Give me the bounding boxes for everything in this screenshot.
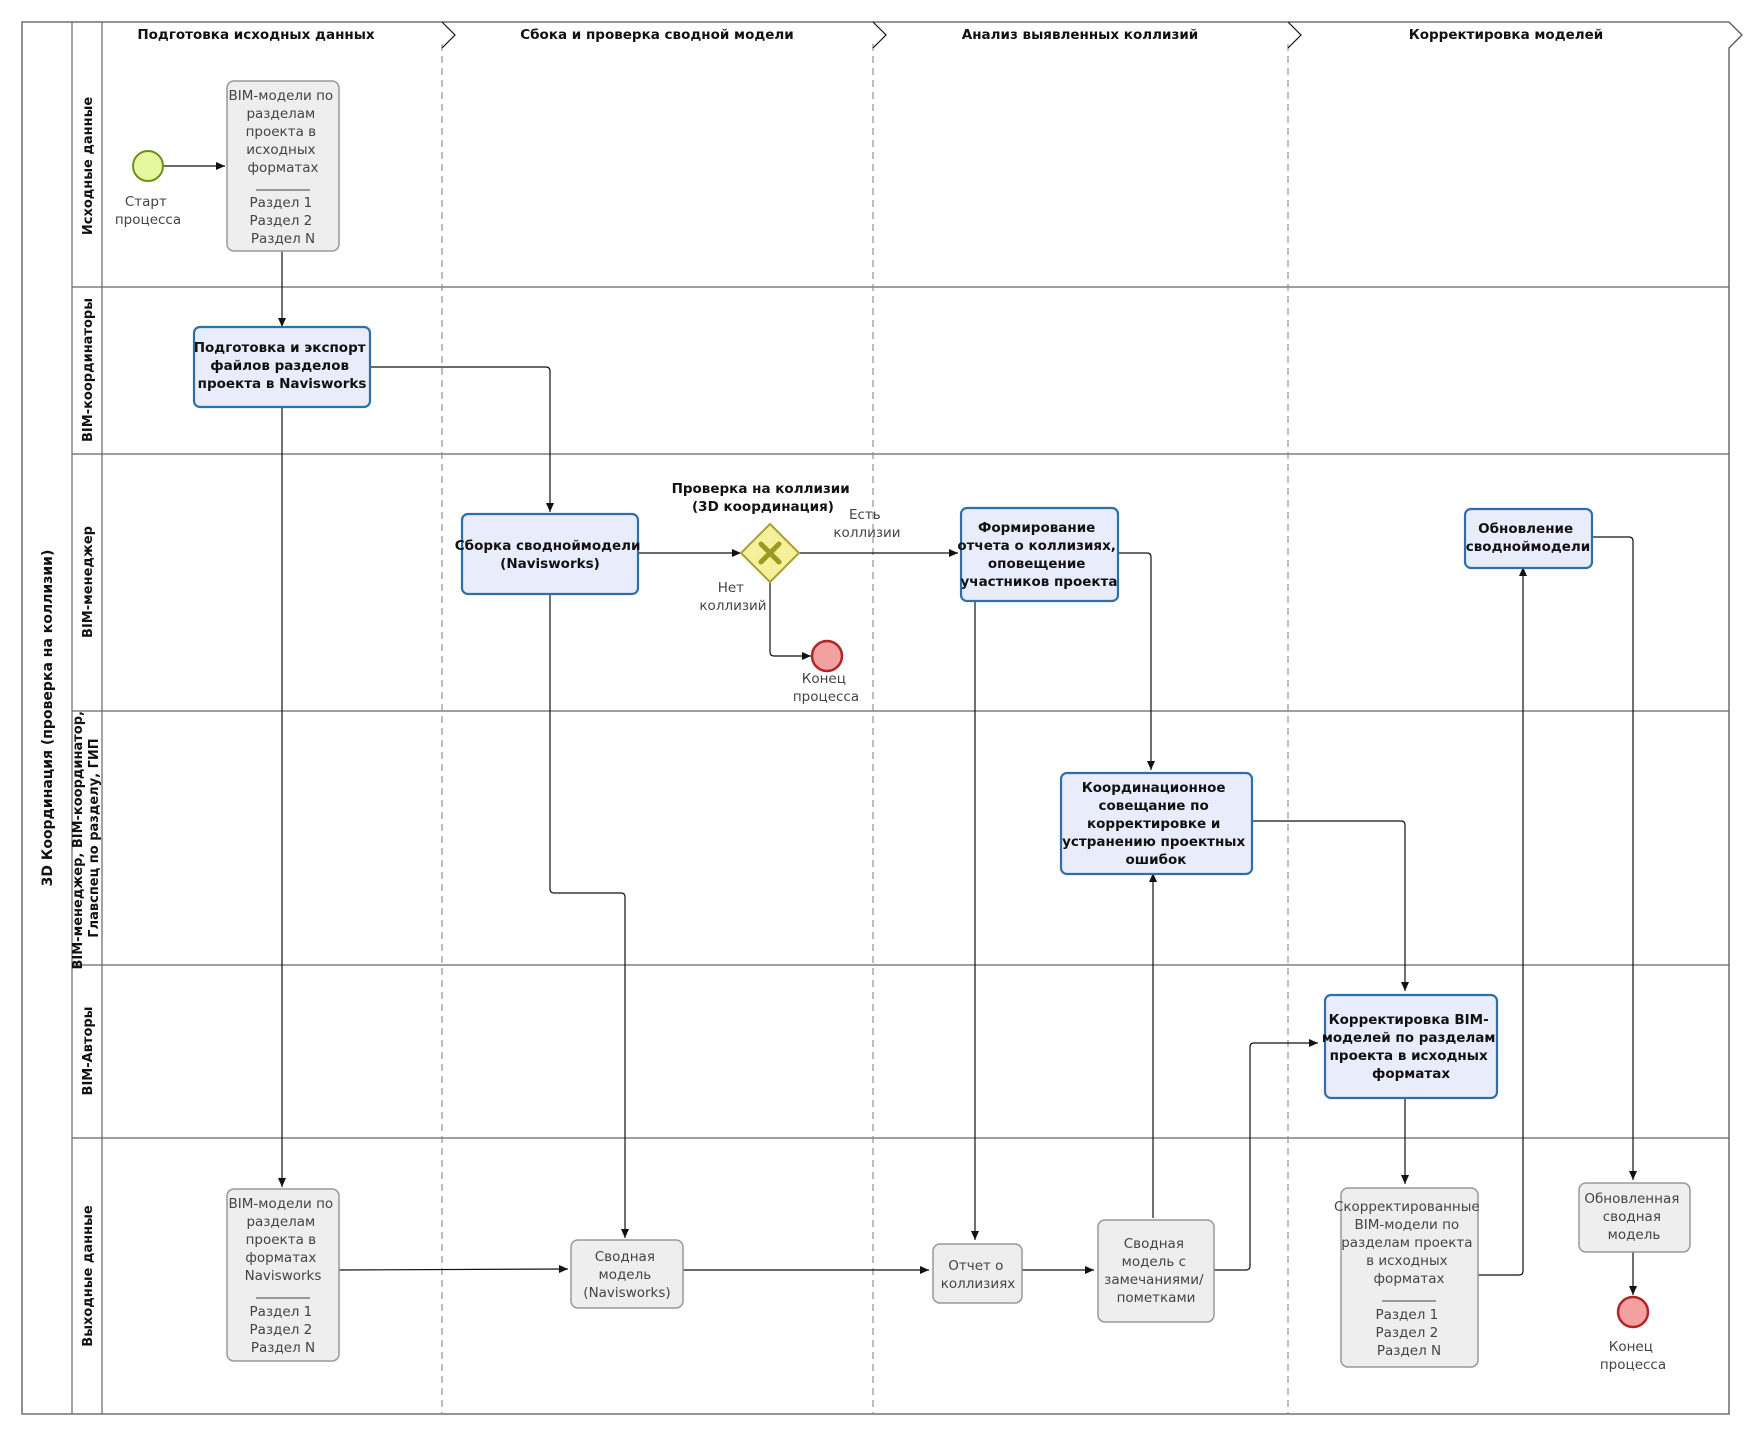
- data-collision-report-label: Отчет о коллизиях: [941, 1258, 1016, 1292]
- phase-header-2: Сбока и проверка сводной модели: [520, 27, 794, 43]
- data-source-models[interactable]: BIM-модели по разделам проекта в исходны…: [226, 80, 340, 252]
- lane-label-source-data: Исходные данные: [81, 97, 96, 235]
- gateway-title: Проверка на коллизии (3D координация): [672, 481, 855, 515]
- lane-separators: [72, 286, 1729, 1139]
- phase-header-3: Анализ выявленных коллизий: [962, 27, 1199, 43]
- data-federated-model[interactable]: Сводная модель (Navisworks): [570, 1239, 684, 1309]
- flow-corrected-to-update: [1476, 567, 1527, 1276]
- flow-prepare-to-assemble: [369, 366, 554, 512]
- data-collision-report[interactable]: Отчет о коллизиях: [932, 1243, 1023, 1304]
- task-correct-models-label: Корректировка BIM- моделей по разделам п…: [1322, 1012, 1500, 1082]
- task-prepare-export[interactable]: Подготовка и экспорт файлов разделов про…: [192, 325, 372, 409]
- task-correct-models[interactable]: Корректировка BIM- моделей по разделам п…: [1322, 993, 1500, 1100]
- task-coordination-meeting-label: Координационное совещание по корректиров…: [1062, 780, 1250, 868]
- flow-report-to-meeting: [1115, 552, 1155, 770]
- task-assemble-model-label: Сборка своднoймодели (Navisworks): [455, 538, 645, 572]
- flow-annotated-to-correct: [1212, 1039, 1318, 1271]
- task-assemble-model[interactable]: Сборка своднoймодели (Navisworks): [455, 512, 645, 596]
- data-annotated-model[interactable]: Сводная модель с замечаниями/ пометками: [1097, 1219, 1215, 1323]
- flow-nwc-to-federated: [336, 1265, 569, 1274]
- sequence-flows: [164, 162, 1637, 1295]
- final-end-event-label: Конец процесса: [1600, 1339, 1666, 1373]
- task-collision-report-label: Формирование отчета о коллизиях, оповеще…: [957, 520, 1120, 590]
- pool-title: 3D Координация (проверка на коллизии): [40, 550, 56, 887]
- data-nwc-models-label: BIM-модели по разделам проекта в формата…: [229, 1196, 338, 1284]
- final-end-event-icon: [1616, 1295, 1650, 1329]
- gateway-yes-label: Есть коллизии: [833, 507, 900, 541]
- task-update-model-label: Обновление своднoймодели: [1466, 521, 1591, 555]
- data-federated-model-label: Сводная модель (Navisworks): [583, 1249, 670, 1301]
- task-collision-report[interactable]: Формирование отчета о коллизиях, оповеще…: [957, 506, 1120, 603]
- phase-separators: [441, 21, 1302, 1414]
- flow-meeting-to-correct: [1249, 820, 1409, 991]
- gateway-no-label: Нет коллизий: [699, 580, 766, 614]
- start-event-icon: [132, 150, 164, 182]
- lane-label-bim-authors: BIM-Авторы: [81, 1007, 96, 1096]
- lane-label-bim-manager: BIM-менеджер: [81, 526, 96, 638]
- data-source-models-sections: Раздел 1 Раздел 2 Раздел N: [249, 195, 316, 247]
- data-nwc-models-sections: Раздел 1 Раздел 2 Раздел N: [249, 1304, 316, 1356]
- pool-frame: [21, 21, 1743, 1415]
- data-annotated-model-label: Сводная модель с замечаниями/ пометками: [1104, 1236, 1208, 1306]
- data-source-models-label: BIM-модели по разделам проекта в исходны…: [229, 88, 338, 176]
- task-update-model[interactable]: Обновление своднoймодели: [1463, 507, 1594, 570]
- data-corrected-models[interactable]: Скорректированные BIM-модели по разделам…: [1334, 1187, 1484, 1368]
- flow-assemble-to-federated: [549, 593, 629, 1238]
- data-updated-model-label: Обновленная сводная модель: [1584, 1191, 1683, 1243]
- flow-gateway-no: [769, 582, 811, 660]
- phase-header-1: Подготовка исходных данных: [137, 27, 375, 43]
- end-event-label: Конец процесса: [793, 671, 859, 705]
- lane-label-output-data: Выходные данные: [81, 1205, 96, 1347]
- data-nwc-models[interactable]: BIM-модели по разделам проекта в формата…: [226, 1188, 340, 1362]
- exclusive-gateway-icon: [739, 522, 801, 584]
- end-event-icon: [810, 639, 844, 673]
- lane-label-bim-coordinators: BIM-координаторы: [81, 298, 96, 442]
- data-updated-model[interactable]: Обновленная сводная модель: [1578, 1182, 1691, 1253]
- start-event-label: Старт процесса: [115, 194, 181, 228]
- task-prepare-export-label: Подготовка и экспорт файлов разделов про…: [194, 340, 371, 392]
- flow-update-to-updated: [1585, 536, 1637, 1180]
- data-corrected-models-sections: Раздел 1 Раздел 2 Раздел N: [1375, 1307, 1442, 1359]
- phase-header-4: Корректировка моделей: [1409, 27, 1604, 43]
- task-coordination-meeting[interactable]: Координационное совещание по корректиров…: [1059, 771, 1254, 876]
- lane-label-meeting-participants: BIM-менеджер, BIM-координатор, Главспец …: [71, 706, 102, 969]
- data-corrected-models-label: Скорректированные BIM-модели по разделам…: [1334, 1199, 1484, 1287]
